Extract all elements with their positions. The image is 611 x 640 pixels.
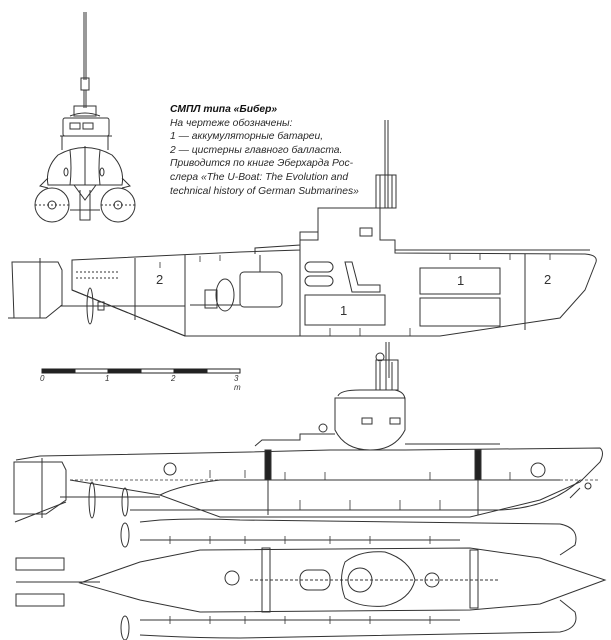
caption-line: слера «The U-Boat: The Evolution and — [170, 171, 349, 183]
front-view-drawing — [34, 12, 136, 223]
cutaway-view-drawing — [8, 120, 597, 337]
ballast-tank-marker-stern: 2 — [156, 272, 164, 287]
ballast-tank-marker-bow: 2 — [544, 272, 552, 287]
side-elevation-drawing — [13, 342, 603, 523]
caption-line: На чертеже обозначены: — [170, 117, 293, 129]
plan-view-drawing — [15, 518, 607, 640]
scale-label-2: 2 — [171, 374, 176, 383]
scale-bar — [41, 368, 241, 374]
scale-label-3m: 3 m — [234, 374, 241, 392]
scale-label-1: 1 — [105, 374, 110, 383]
caption-line: technical history of German Submarines» — [170, 185, 359, 197]
battery-marker-fwd: 1 — [457, 273, 465, 288]
drawing-caption: СМПЛ типа «Бибер» На чертеже обозначены:… — [170, 103, 385, 198]
caption-title: СМПЛ типа «Бибер» — [170, 104, 278, 115]
caption-line: Приводится по книге Эберхарда Рос- — [170, 158, 354, 170]
caption-line: 1 — аккумуляторные батареи, — [170, 131, 324, 143]
battery-marker-aft: 1 — [340, 303, 348, 318]
caption-line: 2 — цистерны главного балласта. — [170, 144, 343, 156]
scale-label-0: 0 — [40, 374, 45, 383]
